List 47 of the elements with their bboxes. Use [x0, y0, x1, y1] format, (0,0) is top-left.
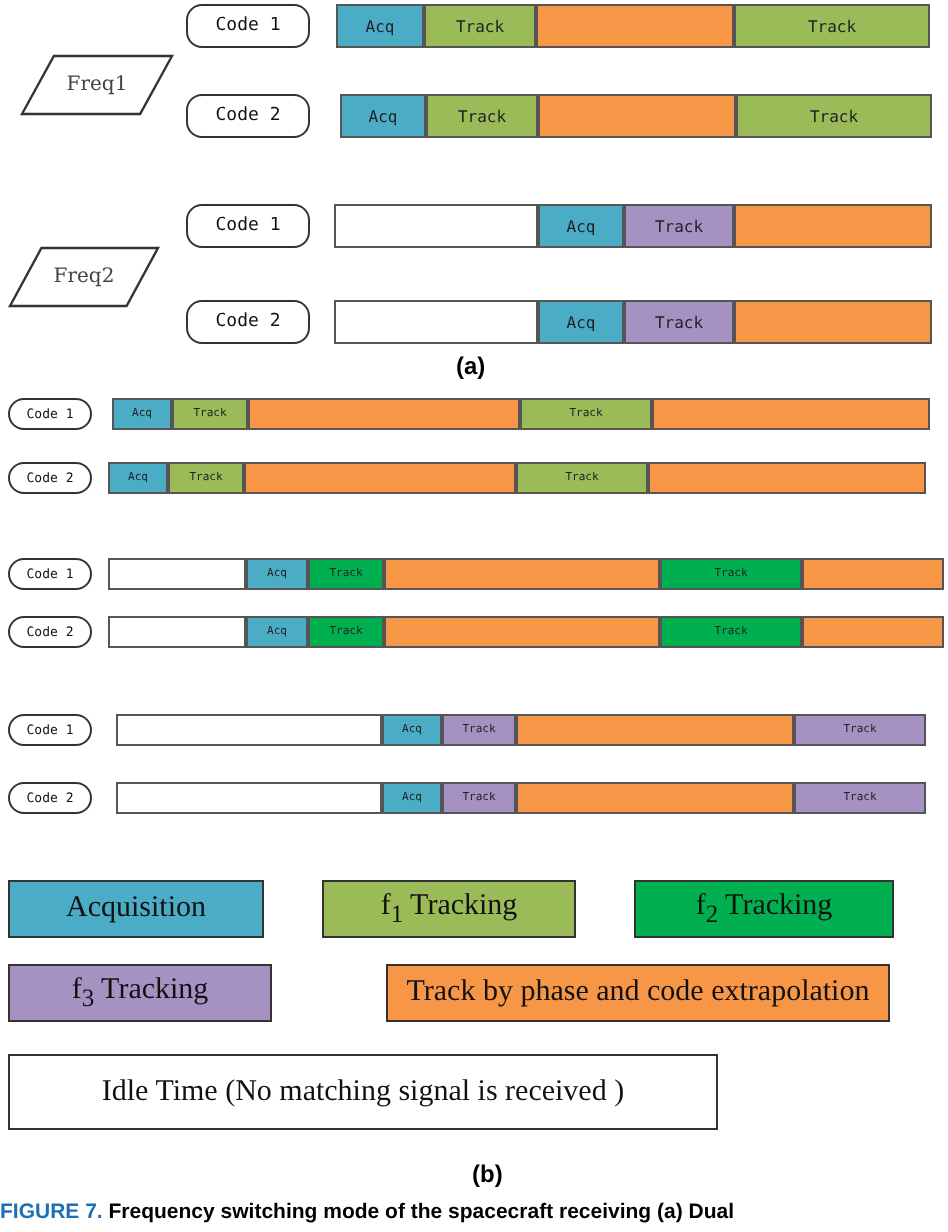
extrapolation-segment: [802, 616, 944, 648]
extrapolation-segment: [538, 94, 736, 138]
frequency-label: Freq2: [51, 264, 117, 292]
tracking-segment: Track: [734, 4, 930, 48]
legend-swatch: Idle Time (No matching signal is received ): [8, 1054, 718, 1130]
idle-segment: [116, 782, 382, 814]
extrapolation-segment: [734, 204, 932, 248]
frequency-parallelogram: [8, 246, 160, 308]
code-box: Code 1: [186, 204, 310, 248]
legend-swatch: Acquisition: [8, 880, 264, 938]
acquisition-segment: Acq: [340, 94, 426, 138]
legend-swatch: f$_{3}$ Tracking: [8, 964, 272, 1022]
code-box: Code 2: [186, 94, 310, 138]
idle-segment: [334, 300, 538, 344]
extrapolation-segment: [536, 4, 734, 48]
extrapolation-segment: [516, 714, 794, 746]
extrapolation-segment: [384, 558, 660, 590]
extrapolation-segment: [248, 398, 520, 430]
extrapolation-segment: [244, 462, 516, 494]
legend-swatch: f$_{2}$ Tracking: [634, 880, 894, 938]
extrapolation-segment: [652, 398, 930, 430]
extrapolation-segment: [734, 300, 932, 344]
acquisition-segment: Acq: [538, 300, 624, 344]
extrapolation-segment: [802, 558, 944, 590]
tracking-segment: Track: [736, 94, 932, 138]
tracking-segment: Track: [624, 300, 734, 344]
tracking-segment: Track: [624, 204, 734, 248]
frequency-parallelogram: [20, 54, 174, 116]
idle-segment: [116, 714, 382, 746]
tracking-segment: Track: [426, 94, 538, 138]
tracking-segment: Track: [424, 4, 536, 48]
idle-segment: [108, 616, 246, 648]
panel-label: (a): [456, 352, 486, 380]
code-box: Code 2: [186, 300, 310, 344]
figure-caption: FIGURE 7. Frequency switching mode of the spacecraft receiving (a) Dual: [0, 1200, 735, 1224]
acquisition-segment: Acq: [538, 204, 624, 248]
extrapolation-segment: [516, 782, 794, 814]
extrapolation-segment: [384, 616, 660, 648]
panel-label: (b): [472, 1160, 503, 1188]
legend-swatch: Track by phase and code extrapolation: [386, 964, 890, 1022]
acquisition-segment: Acq: [336, 4, 424, 48]
extrapolation-segment: [648, 462, 926, 494]
frequency-label: Freq1: [64, 72, 130, 100]
legend-swatch: f$_{1}$ Tracking: [322, 880, 576, 938]
idle-segment: [334, 204, 538, 248]
idle-segment: [108, 558, 246, 590]
code-box: Code 1: [186, 4, 310, 48]
